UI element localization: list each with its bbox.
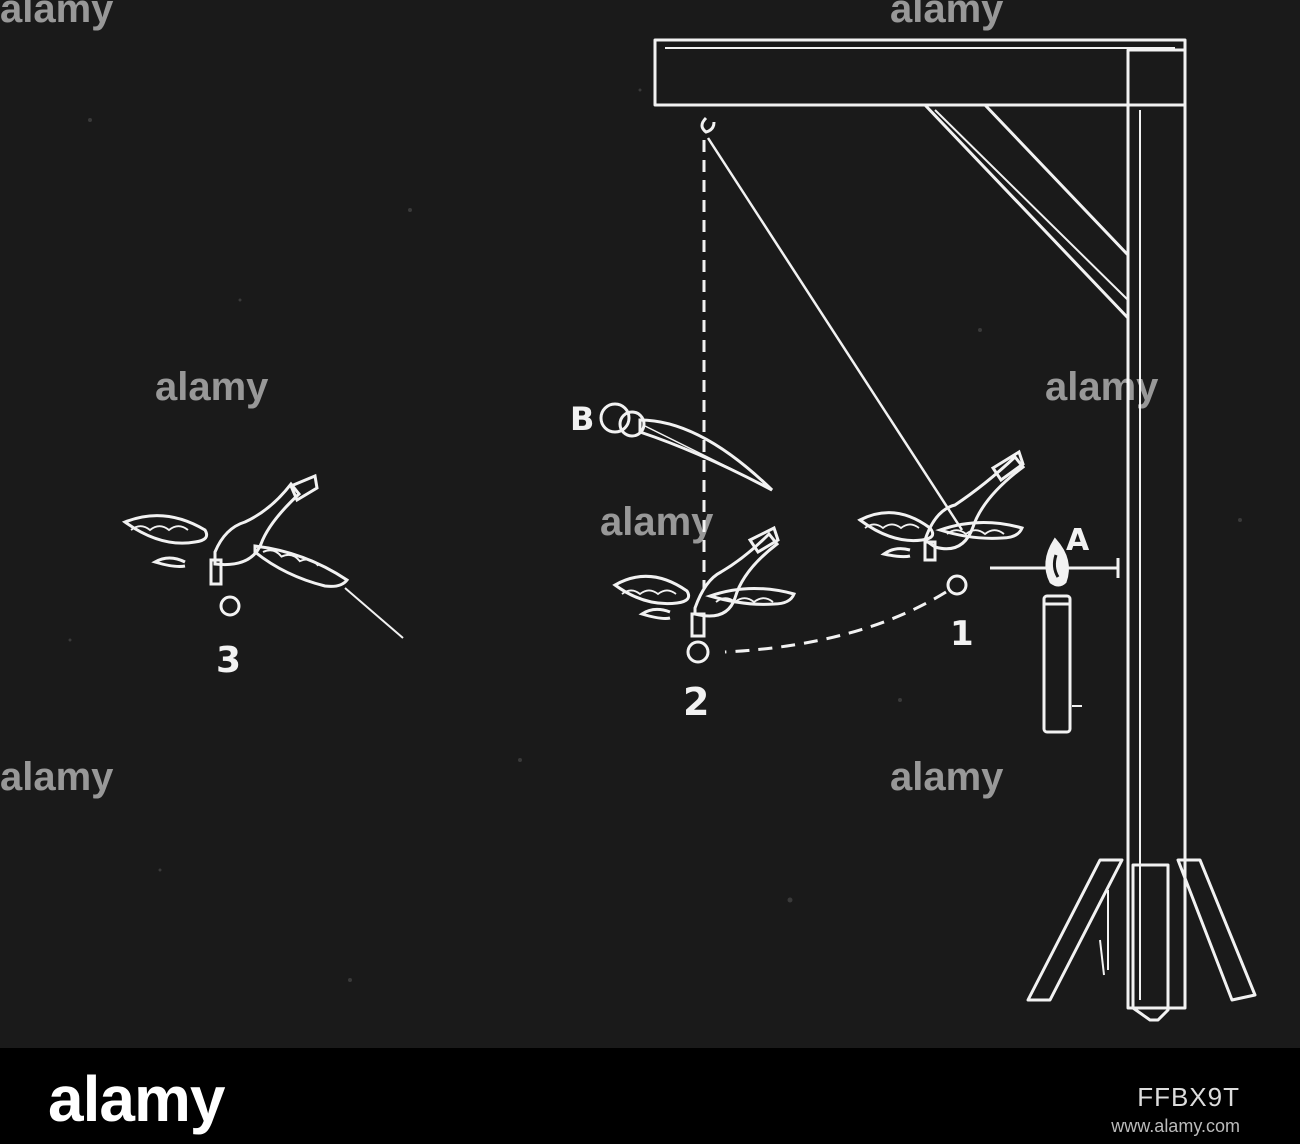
gallows-post [1126, 48, 1187, 1010]
bird-position-2 [612, 525, 797, 664]
gallows-brace [923, 103, 1130, 320]
bird-position-3 [121, 473, 404, 639]
bird-3-ring [219, 595, 241, 617]
label-a: A [1066, 523, 1090, 558]
watermark: alamy [890, 755, 1004, 799]
bird-1-ring [946, 574, 968, 596]
candle-flame [1045, 537, 1069, 587]
gallows-leg-mid [1131, 863, 1170, 1022]
string-taut [706, 137, 964, 531]
brand-logo: alamy [48, 1063, 225, 1135]
label-1: 1 [950, 614, 974, 654]
watermark: alamy [600, 500, 714, 544]
image-id: FFBX9T [1137, 1082, 1240, 1112]
watermark: alamy [0, 0, 114, 31]
label-2: 2 [683, 680, 709, 724]
candle-body [1042, 594, 1072, 734]
gallows-frame [653, 38, 1257, 1022]
label-b: B [570, 400, 594, 438]
gallows-bird-diagram: A B 1 2 3 alamy alamy alamy alamy alamy … [0, 0, 1257, 1022]
texture-specks [68, 88, 1242, 982]
knife-b [599, 402, 774, 492]
label-3: 3 [216, 640, 241, 681]
hook [700, 116, 716, 134]
gallows-leg-right [1176, 858, 1257, 1002]
gallows-leg-left [1026, 858, 1124, 1002]
bird-position-1 [857, 449, 1026, 596]
bird-2-ring [686, 640, 710, 664]
watermark: alamy [155, 365, 269, 409]
footer-bar: alamy FFBX9T www.alamy.com [0, 1048, 1300, 1144]
swing-path [724, 590, 947, 654]
watermark: alamy [0, 755, 114, 799]
watermark: alamy [1045, 365, 1159, 409]
watermark: alamy [890, 0, 1004, 31]
brand-url: www.alamy.com [1111, 1116, 1240, 1136]
gallows-top-beam [653, 38, 1187, 107]
candle [1042, 537, 1082, 734]
